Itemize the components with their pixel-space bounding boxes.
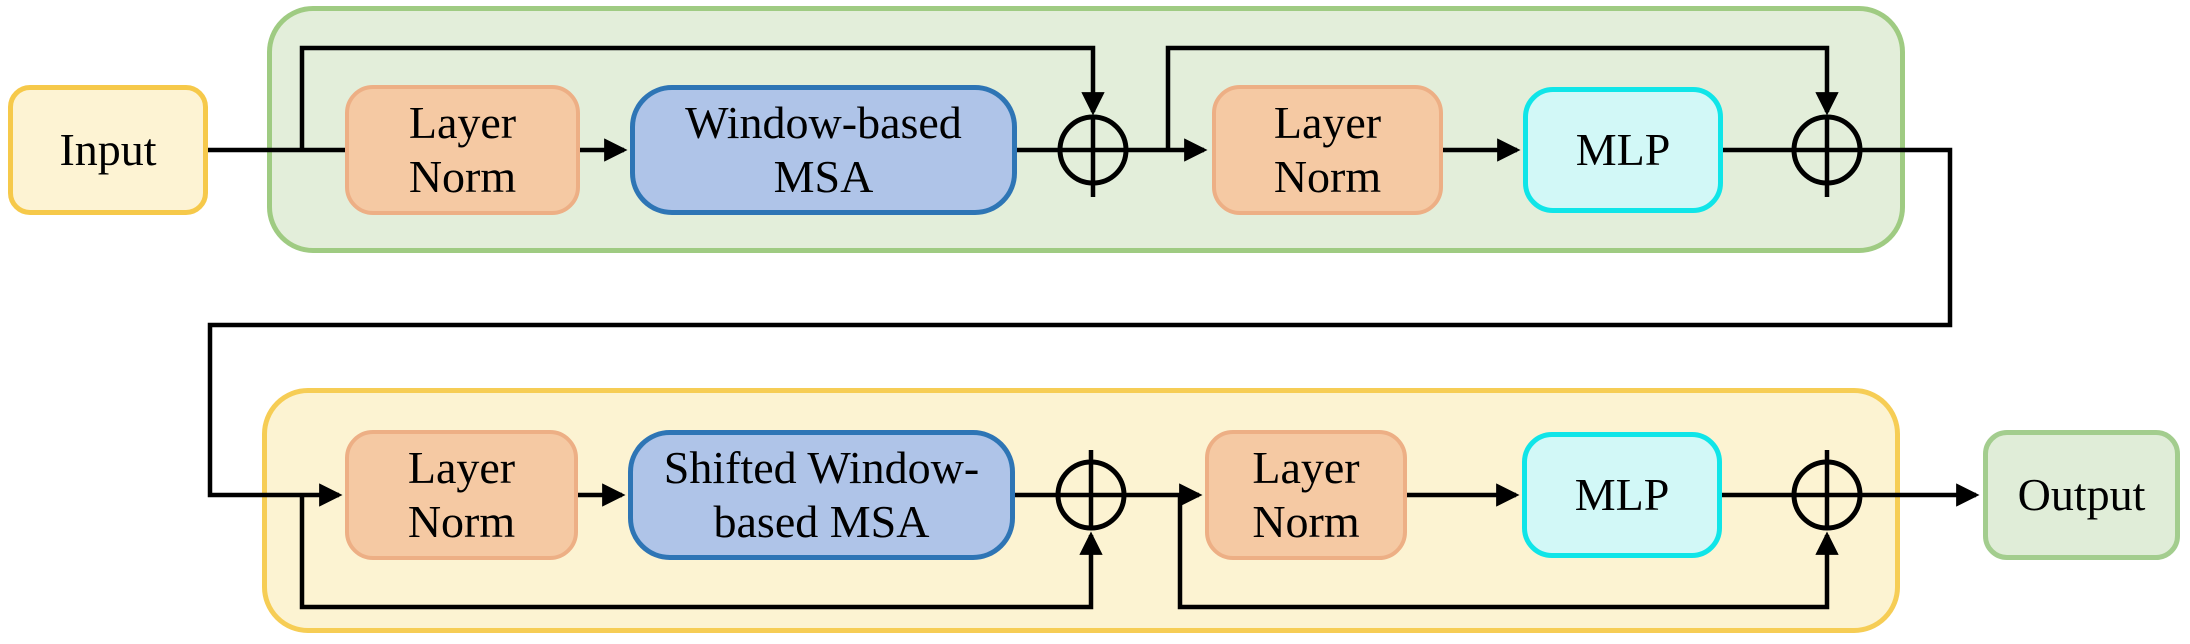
input-node: Input xyxy=(8,85,208,215)
output-label: Output xyxy=(2017,468,2146,520)
layer-norm-label-line2: Norm xyxy=(408,151,517,202)
layer-norm-node-3: Layer Norm xyxy=(345,430,578,560)
output-node: Output xyxy=(1983,430,2180,560)
mlp-label: MLP xyxy=(1574,468,1670,520)
shifted-window-msa-label-line2: based MSA xyxy=(713,496,930,547)
window-msa-label-line2: MSA xyxy=(773,151,874,202)
add-icon xyxy=(1791,459,1863,531)
layer-norm-node-2: Layer Norm xyxy=(1212,85,1443,215)
window-msa-node: Window-based MSA xyxy=(630,85,1017,215)
add-icon xyxy=(1055,459,1127,531)
wire-skip-to-add3 xyxy=(299,495,1103,610)
mlp-node-1: MLP xyxy=(1523,87,1723,213)
layer-norm-label-line2: Norm xyxy=(407,496,516,547)
add-icon xyxy=(1057,114,1129,186)
layer-norm-label-line1: Layer xyxy=(407,441,516,493)
layer-norm-label-line1: Layer xyxy=(1252,441,1360,493)
layer-norm-label-line2: Norm xyxy=(1252,496,1360,547)
wire-skip-input-to-add1 xyxy=(299,45,1105,150)
wire-block1-to-block2 xyxy=(207,147,1953,507)
layer-norm-node-4: Layer Norm xyxy=(1205,430,1407,560)
wire-skip-to-add2 xyxy=(1165,45,1839,150)
mlp-node-2: MLP xyxy=(1522,432,1722,558)
add-icon xyxy=(1791,114,1863,186)
layer-norm-label-line2: Norm xyxy=(1273,151,1382,202)
mlp-label: MLP xyxy=(1575,123,1671,175)
input-label: Input xyxy=(59,123,157,175)
layer-norm-node-1: Layer Norm xyxy=(345,85,580,215)
layer-norm-label-line1: Layer xyxy=(408,96,517,148)
shifted-window-msa-node: Shifted Window- based MSA xyxy=(628,430,1015,560)
wire-skip-to-add4 xyxy=(1177,495,1839,610)
window-msa-label-line1: Window-based xyxy=(685,96,962,148)
shifted-window-msa-label-line1: Shifted Window- xyxy=(663,441,980,493)
layer-norm-label-line1: Layer xyxy=(1273,96,1382,148)
